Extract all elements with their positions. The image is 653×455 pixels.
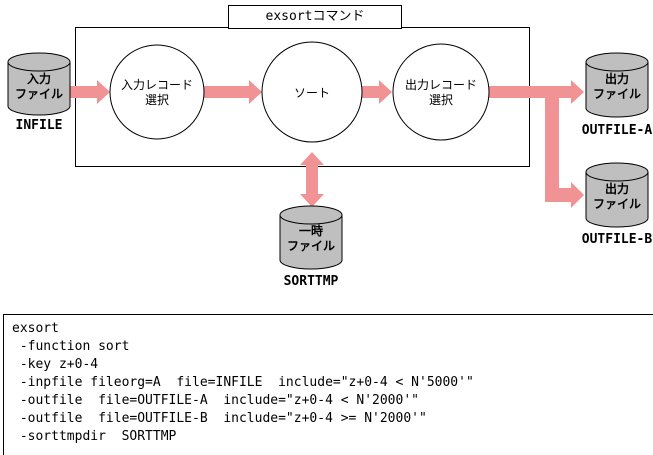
output-file-a-cylinder bbox=[585, 52, 649, 118]
code-line: -outfile file=OUTFILE-B include="z+0-4 >… bbox=[12, 411, 427, 426]
code-line: exsort bbox=[12, 321, 59, 336]
output-file-b-cylinder bbox=[585, 162, 649, 228]
arrow-output-select-to-outfile-a bbox=[489, 80, 584, 104]
output-file-a-line2: ファイル bbox=[592, 87, 641, 101]
code-line: -sorttmpdir SORTTMP bbox=[12, 429, 177, 444]
input-record-select-line2: 選択 bbox=[144, 93, 169, 107]
infile-caption: INFILE bbox=[15, 118, 63, 133]
input-file-cylinder bbox=[7, 52, 71, 116]
outfile-a-caption: OUTFILE-A bbox=[581, 123, 653, 138]
exsort-command-listing: exsort -function sort -key z+0-4 -inpfil… bbox=[3, 314, 653, 455]
output-file-b-line2: ファイル bbox=[592, 197, 641, 211]
sort-label: ソート bbox=[293, 86, 330, 100]
sort-circle bbox=[261, 41, 363, 143]
output-file-a-line1: 出力 bbox=[604, 72, 629, 86]
code-line: -function sort bbox=[12, 339, 130, 354]
arrow-branch-to-outfile-b bbox=[545, 98, 584, 208]
input-file-line2: ファイル bbox=[14, 87, 63, 101]
output-file-b-line1: 出力 bbox=[604, 182, 629, 196]
output-record-select-line2: 選択 bbox=[428, 93, 453, 107]
input-record-select-line1: 入力レコード bbox=[120, 78, 193, 92]
output-record-select-label: 出力レコード 選択 bbox=[391, 78, 491, 108]
output-record-select-circle bbox=[392, 43, 490, 141]
temp-file-line1: 一時 bbox=[298, 224, 323, 238]
input-record-select-label: 入力レコード 選択 bbox=[107, 78, 207, 108]
code-line: -key z+0-4 bbox=[12, 357, 99, 372]
output-record-select-line1: 出力レコード bbox=[404, 78, 477, 92]
arrow-sort-to-output-select bbox=[362, 80, 392, 104]
arrow-infile-to-input-select bbox=[70, 80, 110, 104]
input-file-line1: 入力 bbox=[26, 72, 51, 86]
output-file-a-label: 出力 ファイル bbox=[586, 72, 648, 102]
output-file-b-label: 出力 ファイル bbox=[586, 182, 648, 212]
outfile-b-caption: OUTFILE-B bbox=[581, 232, 653, 247]
arrow-input-select-to-sort bbox=[204, 80, 262, 104]
code-line: -outfile file=OUTFILE-A include="z+0-4 <… bbox=[12, 393, 419, 408]
diagram-title: exsortコマンド bbox=[228, 5, 402, 29]
sorttmp-caption: SORTTMP bbox=[283, 274, 339, 289]
temp-file-line2: ファイル bbox=[286, 239, 335, 253]
input-record-select-circle bbox=[109, 44, 205, 140]
arrow-sort-to-sorttmp-bidirectional bbox=[300, 152, 324, 207]
input-file-label: 入力 ファイル bbox=[8, 72, 70, 102]
code-line: -inpfile fileorg=A file=INFILE include="… bbox=[12, 375, 474, 390]
temp-file-label: 一時 ファイル bbox=[280, 224, 342, 254]
temp-file-cylinder bbox=[279, 205, 343, 270]
